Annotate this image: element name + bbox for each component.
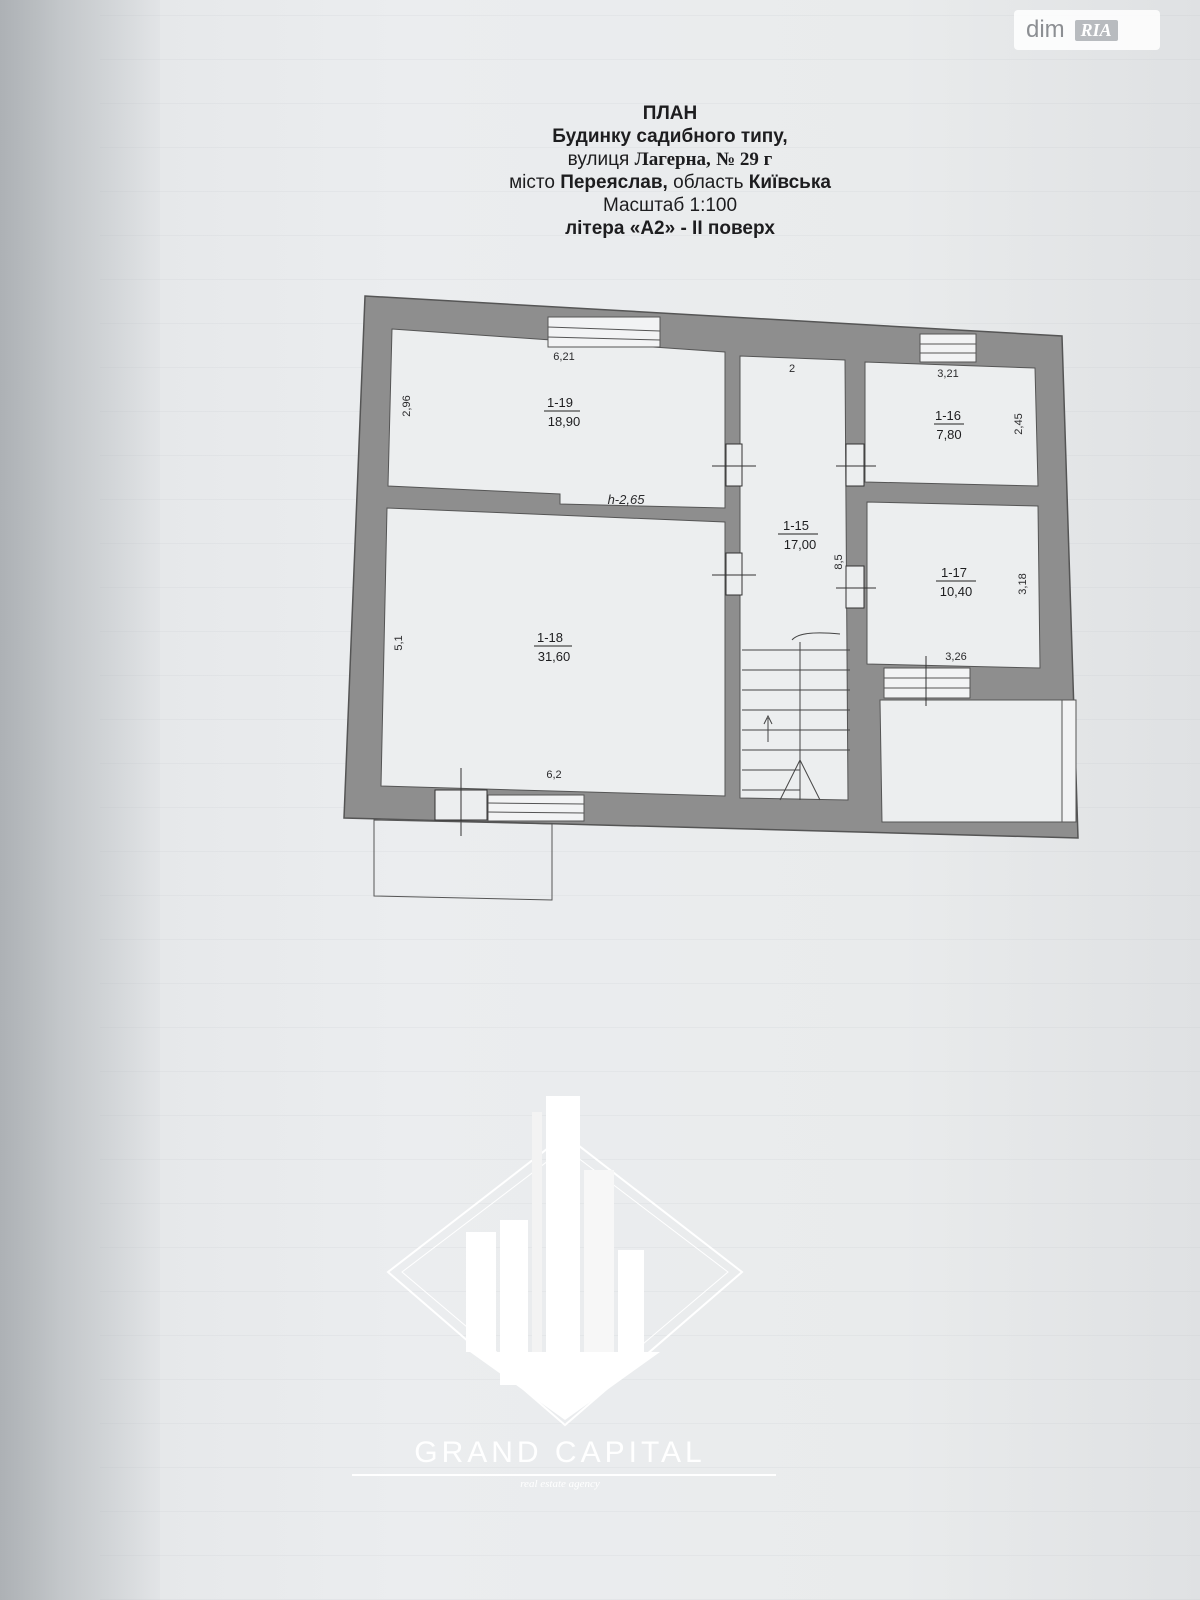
dimension-label: 8,5	[833, 554, 845, 569]
balcony-floor	[879, 699, 1069, 823]
grand-capital-logo-emblem	[386, 1096, 744, 1427]
dimension-labels: 6,21 2,96 h-2,65 5,1 6,2 2 8,5 3,21 2,45…	[393, 351, 1029, 781]
dimension-label: 3,18	[1017, 573, 1029, 594]
room-area: 18,90	[548, 414, 581, 429]
room-id: 1-15	[783, 518, 809, 533]
windows	[487, 316, 1077, 823]
entrance-porch	[373, 819, 553, 901]
logo-tagline: real estate agency	[520, 1478, 600, 1490]
ceiling-height-label: h-2,65	[608, 492, 646, 507]
dimension-label: 5,1	[393, 635, 405, 650]
header-floor: літера «А2» - ІІ поверх	[565, 218, 775, 239]
room-area: 17,00	[784, 537, 817, 552]
room-1-18-floor	[380, 507, 726, 797]
logo-underline	[352, 1474, 776, 1476]
room-area: 10,40	[940, 584, 973, 599]
room-1-15-floor	[739, 355, 849, 801]
header-street: вулиця Лагерна, № 29 г	[567, 149, 773, 170]
dim-ria-watermark: dim RIA	[1014, 10, 1160, 50]
plan-header: ПЛАН Будинку садибного типу, вулиця Лаге…	[430, 102, 910, 240]
room-id: 1-18	[537, 630, 563, 645]
header-scale: Масштаб 1:100	[602, 195, 738, 216]
dimension-label: 2,96	[401, 395, 413, 416]
room-1-17-floor	[866, 501, 1041, 669]
room-area: 7,80	[936, 427, 961, 442]
dimension-label: 3,26	[945, 651, 966, 663]
room-id: 1-19	[547, 395, 573, 410]
staircase	[742, 632, 850, 801]
doorways	[434, 443, 927, 836]
dimension-label: 2	[789, 363, 795, 375]
header-building-type: Будинку садибного типу,	[552, 126, 788, 147]
room-1-19-floor	[387, 328, 726, 509]
room-id: 1-16	[935, 408, 961, 423]
watermark-site: dim	[1026, 16, 1065, 43]
room-id: 1-17	[941, 565, 967, 580]
dimension-label: 3,21	[937, 368, 958, 380]
watermark-badge: RIA	[1074, 19, 1118, 41]
dimension-label: 2,45	[1013, 413, 1025, 434]
room-labels: 1-19 18,90 1-18 31,60 1-15 17,00 1-16 7,…	[534, 395, 976, 664]
dimension-label: 6,21	[553, 351, 574, 363]
page-edge-shadow	[0, 0, 160, 1600]
header-title: ПЛАН	[642, 103, 698, 124]
header-city: місто Переяслав, область Київська	[509, 172, 831, 193]
logo-name: GRAND CAPITAL	[414, 1436, 706, 1469]
dimension-label: 6,2	[546, 769, 561, 781]
room-area: 31,60	[538, 649, 571, 664]
